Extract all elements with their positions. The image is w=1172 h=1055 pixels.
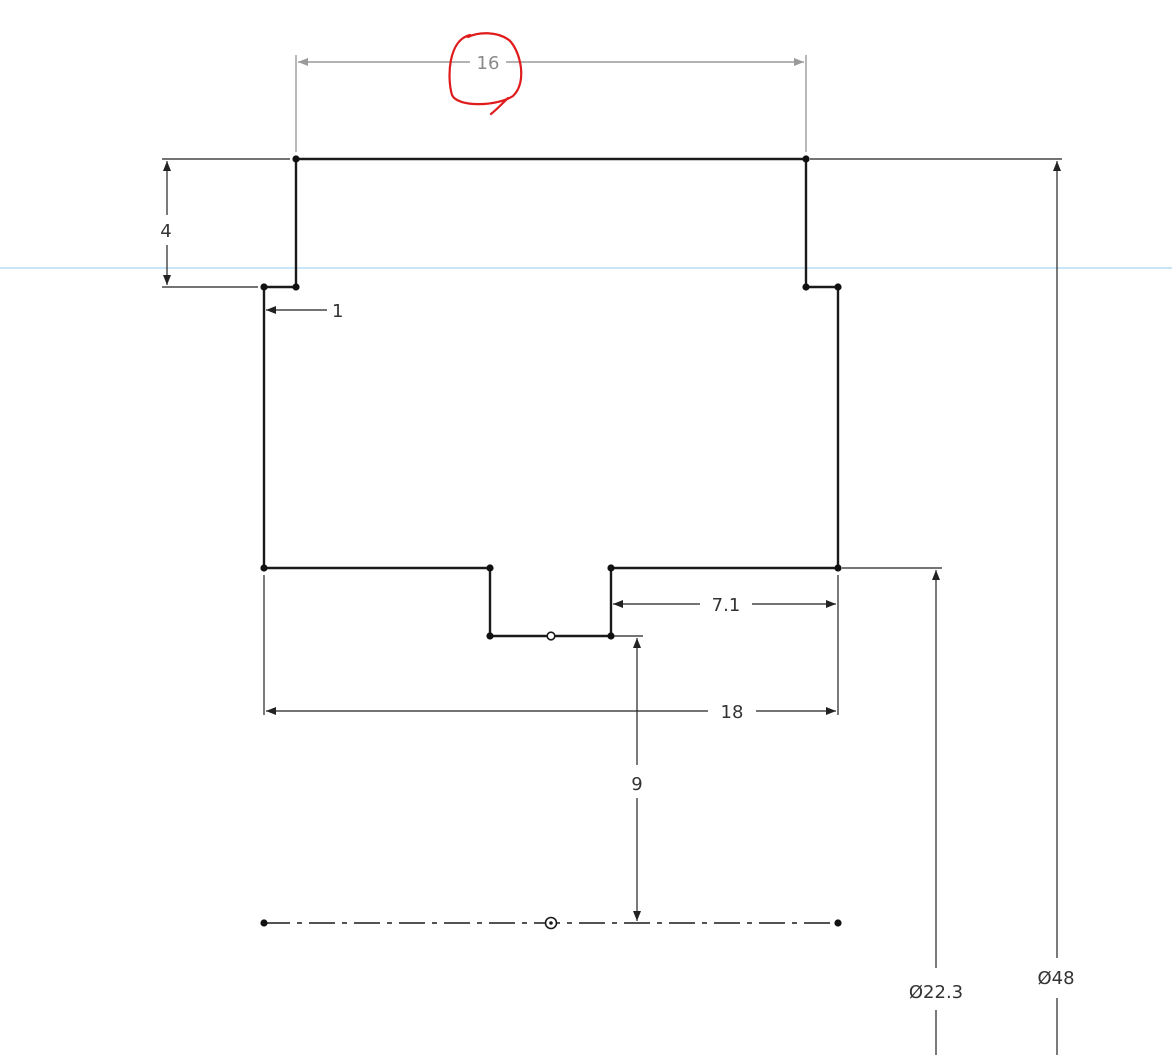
vertex-point[interactable] xyxy=(802,283,810,291)
dimension-axis-distance[interactable]: 9 xyxy=(614,635,643,921)
vertex-point[interactable] xyxy=(607,564,615,572)
vertex-point[interactable] xyxy=(802,155,810,163)
dimension-value[interactable]: 7.1 xyxy=(712,595,741,616)
vertex-point[interactable] xyxy=(260,564,268,572)
profile-region[interactable] xyxy=(262,157,840,638)
dimension-top-width[interactable]: 16 xyxy=(295,53,807,152)
dimension-value[interactable]: 18 xyxy=(721,702,744,723)
vertex-point[interactable] xyxy=(486,564,494,572)
vertex-point[interactable] xyxy=(607,632,615,640)
annotation-circle xyxy=(448,32,523,116)
dimension-value[interactable]: 16 xyxy=(477,53,500,74)
dimension-value[interactable]: 4 xyxy=(160,221,171,242)
vertex-point[interactable] xyxy=(292,283,300,291)
vertex-point[interactable] xyxy=(260,283,268,291)
dimension-value[interactable]: 1 xyxy=(332,301,343,322)
dimension-inner-diameter[interactable]: Ø22.3 xyxy=(842,567,963,1055)
dimension-outer-diameter[interactable]: Ø48 xyxy=(810,158,1075,1055)
vertex-point[interactable] xyxy=(292,155,300,163)
dimension-value[interactable]: Ø48 xyxy=(1037,968,1074,989)
dimension-value[interactable]: 9 xyxy=(631,774,642,795)
vertex-point[interactable] xyxy=(834,283,842,291)
dimension-bottom-width[interactable]: 18 xyxy=(263,575,836,723)
axis-endpoint-left[interactable] xyxy=(260,919,268,927)
bottom-edge-midpoint[interactable] xyxy=(546,631,556,641)
dimension-value[interactable]: Ø22.3 xyxy=(909,982,963,1003)
axis-endpoint-right[interactable] xyxy=(834,919,842,927)
vertex-point[interactable] xyxy=(834,564,842,572)
dimension-step-offset[interactable]: 1 xyxy=(266,301,343,322)
dimension-step-height[interactable]: 4 xyxy=(160,158,290,288)
profile-vertices xyxy=(260,155,842,640)
axis-midpoint-dot xyxy=(549,921,553,925)
vertex-point[interactable] xyxy=(486,632,494,640)
dimension-right-offset[interactable]: 7.1 xyxy=(613,575,839,715)
